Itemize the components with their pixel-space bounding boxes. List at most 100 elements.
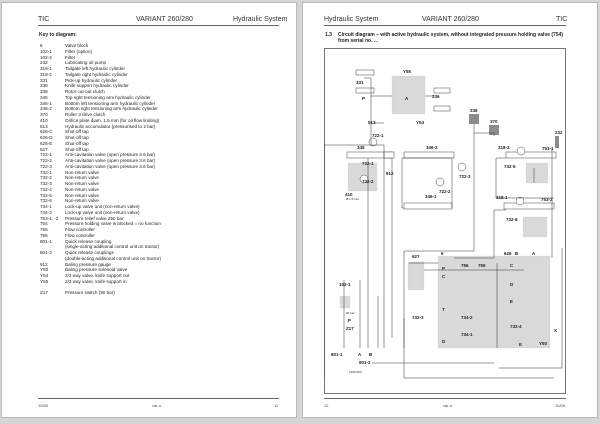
header-left: TIC xyxy=(38,16,50,23)
key-code: 732-3 xyxy=(40,181,52,186)
key-description: Shut-off tap xyxy=(65,129,89,135)
diagram-label: 370 xyxy=(490,119,498,124)
hydraulic-line xyxy=(403,318,554,379)
header-rule xyxy=(38,25,279,26)
diagram-label: 732-5 xyxy=(504,164,516,169)
key-code: 755 xyxy=(40,227,48,232)
diagram-label: 513 xyxy=(368,120,376,125)
key-description: Roller 3 drive clutch xyxy=(65,112,106,117)
diagram-label: 318-2 xyxy=(498,145,510,150)
key-description: Quick release couplings xyxy=(65,250,114,255)
header-right: TIC xyxy=(556,16,568,23)
diagram-label: B xyxy=(369,352,373,357)
diagram-label: C xyxy=(510,263,514,268)
diagram-label: 626 xyxy=(504,251,512,256)
hydraulic-line xyxy=(499,248,563,369)
key-code: 912 xyxy=(40,261,48,267)
key-code: Y50 xyxy=(40,267,49,273)
key-description: Pressure holding valve is blocked = no f… xyxy=(65,221,161,227)
key-description: Non-return valve xyxy=(65,186,99,192)
hydraulic-cylinder xyxy=(355,87,375,94)
key-item: 338 Rotor cut-out clutch xyxy=(40,89,161,95)
key-code: Z17 xyxy=(40,289,48,295)
diagram-label: 801-1 xyxy=(331,352,343,357)
diagram-label: 722-3 xyxy=(459,174,471,179)
key-code: 732-4 xyxy=(40,186,52,192)
header-rule xyxy=(324,25,566,26)
header-center: VARIANT 260/280 xyxy=(136,16,193,23)
hydraulic-cylinder xyxy=(383,151,395,159)
diagram-label: 732-2 xyxy=(362,179,374,184)
key-description: Non-return valve xyxy=(65,181,99,186)
key-description: Pressure relief valve 250 bar xyxy=(65,215,124,221)
key-description: Lock-up valve unit (non-return valve) xyxy=(65,204,140,209)
shaded-component-area xyxy=(522,216,548,238)
diagram-label: 338 xyxy=(470,108,478,113)
shaded-component-area xyxy=(407,261,425,291)
key-code: 753-1, -2 xyxy=(40,215,59,221)
key-item: (single-acting additional control unit o… xyxy=(40,244,161,250)
key-code: 734-2 xyxy=(40,209,52,215)
diagram-label: 331 xyxy=(356,80,364,85)
key-code: 732-6 xyxy=(40,198,52,204)
header-right: Hydraulic System xyxy=(233,16,288,23)
key-description: Non-return valve xyxy=(65,192,99,198)
diagram-label: 732-1 xyxy=(362,161,374,166)
key-description: Lock-up valve unit (non-return valve) xyxy=(65,209,140,215)
key-description: Hydraulic accumulator (pressurised to 2 … xyxy=(65,123,156,129)
hydraulic-cylinder xyxy=(505,151,557,159)
valve-symbol xyxy=(515,196,525,206)
rotor-clutch-box xyxy=(469,114,479,124)
diagram-label: E xyxy=(519,342,522,347)
key-description: Orifice plate diam. 1.5 mm (for oil flow… xyxy=(65,117,160,123)
key-code: 513 xyxy=(40,123,48,129)
diagram-label: 232 xyxy=(555,130,563,135)
hydraulic-cylinder xyxy=(503,202,555,210)
diagram-label: A xyxy=(405,96,409,101)
diagram-label: 336 xyxy=(432,94,440,99)
key-description: Rotor cut-out clutch xyxy=(65,89,105,94)
key-description: Lubricating oil pump xyxy=(65,60,107,66)
key-code: 232 xyxy=(40,60,48,66)
key-description: Non-return valve xyxy=(65,198,99,204)
diagram-label: Y50 xyxy=(539,341,548,346)
diagram-label: 732-6 xyxy=(506,217,518,222)
section-number: 1.3 xyxy=(325,32,332,38)
key-item: 753-1, -2 Pressure relief valve 250 bar xyxy=(40,216,161,222)
key-item: 734-2 Lock-up valve unit (non-return valv… xyxy=(40,210,161,216)
diagram-label: B xyxy=(515,251,519,256)
key-code: 102-1 xyxy=(40,48,52,54)
key-code: 801-2 xyxy=(40,250,52,255)
key-description: Anti-cavitation valve (open pressure 3.6… xyxy=(65,163,156,169)
valve-symbol xyxy=(516,146,526,156)
key-item: (double-acting additional control unit o… xyxy=(40,256,161,262)
key-code: 331 xyxy=(40,77,48,83)
key-description: Tailgate right hydraulic cylinder xyxy=(65,71,128,77)
footer-date: 10/05 xyxy=(555,403,566,408)
key-code: 410 xyxy=(40,117,48,123)
key-code: 734-1 xyxy=(40,204,52,209)
key-code: 338 xyxy=(40,89,48,94)
key-code: 722-1 xyxy=(40,152,52,158)
diagram-label: 732-3 xyxy=(412,315,424,320)
key-description: Valve block xyxy=(65,43,89,48)
diagram-label: 722-2 xyxy=(439,189,451,194)
diagram-label: 102-1 xyxy=(339,282,351,287)
key-description: Shut-off tap xyxy=(65,135,89,140)
roller-clutch-box xyxy=(489,125,499,135)
